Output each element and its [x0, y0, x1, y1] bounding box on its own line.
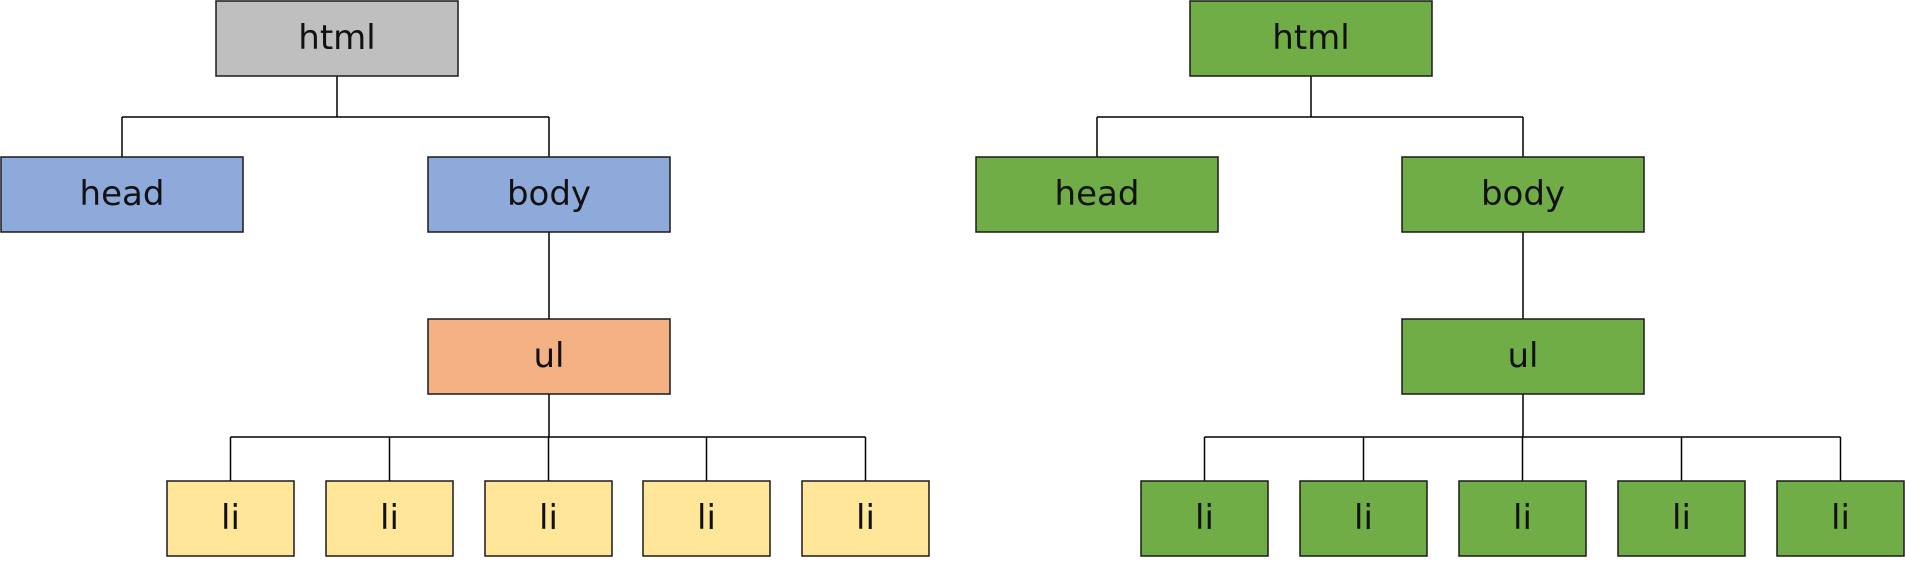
- node-li1: li: [1140, 480, 1269, 557]
- node-body-label: body: [1481, 174, 1565, 214]
- node-li3: li: [484, 480, 613, 557]
- node-li3-label: li: [539, 498, 558, 538]
- node-li1-label: li: [1195, 498, 1214, 538]
- node-html-box: [1189, 0, 1433, 77]
- node-li5-box: [801, 480, 930, 557]
- node-ul: ul: [427, 318, 671, 395]
- node-li1-box: [166, 480, 295, 557]
- tree-1-edges: [121, 76, 867, 481]
- node-li2: li: [325, 480, 454, 557]
- node-li4-box: [642, 480, 771, 557]
- node-body-box: [427, 156, 671, 233]
- node-li4: li: [642, 480, 771, 557]
- node-li1: li: [166, 480, 295, 557]
- node-li4-label: li: [1672, 498, 1691, 538]
- node-li2: li: [1299, 480, 1428, 557]
- node-li3: li: [1458, 480, 1587, 557]
- node-body-label: body: [507, 174, 591, 214]
- node-li2-label: li: [1354, 498, 1373, 538]
- node-body-box: [1401, 156, 1645, 233]
- node-li3-box: [1458, 480, 1587, 557]
- node-head-box: [0, 156, 244, 233]
- node-ul-label: ul: [534, 336, 565, 376]
- node-html: html: [1189, 0, 1433, 77]
- node-li2-label: li: [380, 498, 399, 538]
- node-head-label: head: [1055, 174, 1140, 214]
- node-li1-label: li: [221, 498, 240, 538]
- node-body: body: [1401, 156, 1645, 233]
- node-li5: li: [801, 480, 930, 557]
- tree-1: html head body ul li li li li li: [0, 0, 930, 557]
- node-li5-label: li: [856, 498, 875, 538]
- node-li5: li: [1776, 480, 1905, 557]
- node-html: html: [215, 0, 459, 77]
- node-ul-box: [1401, 318, 1645, 395]
- node-head-box: [975, 156, 1219, 233]
- tree-2: html head body ul li li li li li: [975, 0, 1905, 557]
- node-li5-box: [1776, 480, 1905, 557]
- node-li4: li: [1617, 480, 1746, 557]
- node-html-box: [215, 0, 459, 77]
- node-li1-box: [1140, 480, 1269, 557]
- node-head-label: head: [80, 174, 165, 214]
- node-li4-label: li: [697, 498, 716, 538]
- node-li2-box: [325, 480, 454, 557]
- node-html-label: html: [1272, 18, 1349, 58]
- node-li5-label: li: [1831, 498, 1850, 538]
- node-li4-box: [1617, 480, 1746, 557]
- node-head: head: [975, 156, 1219, 233]
- node-li3-label: li: [1513, 498, 1532, 538]
- node-ul-label: ul: [1508, 336, 1539, 376]
- node-li3-box: [484, 480, 613, 557]
- node-ul: ul: [1401, 318, 1645, 395]
- node-li2-box: [1299, 480, 1428, 557]
- node-head: head: [0, 156, 244, 233]
- tree-2-edges: [1096, 76, 1842, 481]
- node-html-label: html: [298, 18, 375, 58]
- node-body: body: [427, 156, 671, 233]
- node-ul-box: [427, 318, 671, 395]
